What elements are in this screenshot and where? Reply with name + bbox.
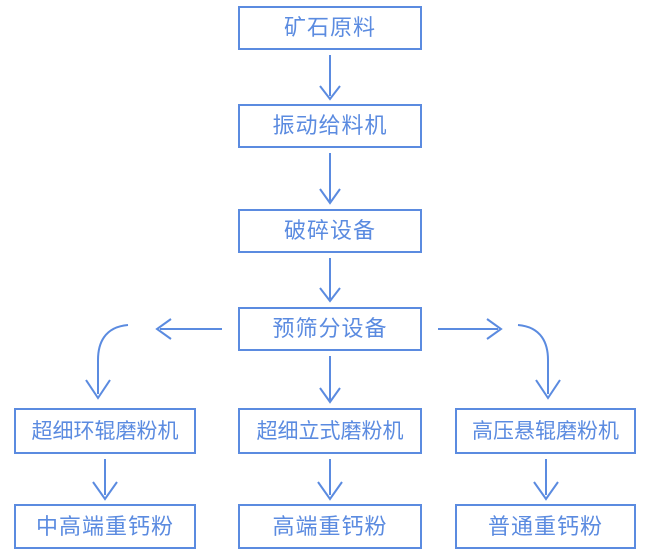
- connector-left-branch-curve: [85, 324, 129, 400]
- node-label: 矿石原料: [283, 15, 376, 40]
- node-label: 超细立式磨粉机: [256, 419, 404, 443]
- connector-mill-right-to-product: [533, 459, 559, 501]
- node-vibrating-feeder[interactable]: 振动给料机: [238, 104, 422, 148]
- connector-ore-to-feeder: [319, 55, 341, 101]
- connector-screen-to-mill-center: [319, 356, 341, 404]
- connector-crusher-to-screen: [319, 258, 341, 303]
- node-label: 中高端重钙粉: [35, 513, 174, 539]
- connector-screen-to-left-branch: [155, 318, 222, 340]
- node-label: 高压悬辊磨粉机: [472, 419, 619, 443]
- node-label: 预筛分设备: [272, 316, 388, 341]
- node-label: 高端重钙粉: [272, 513, 388, 539]
- connector-screen-to-right-branch: [438, 318, 503, 340]
- node-mid-high-grade-heavy-calcium-powder[interactable]: 中高端重钙粉: [14, 504, 196, 549]
- node-ore-material[interactable]: 矿石原料: [238, 6, 422, 50]
- node-crushing-equipment[interactable]: 破碎设备: [238, 209, 422, 253]
- node-high-pressure-suspension-roller-mill[interactable]: 高压悬辊磨粉机: [455, 408, 636, 454]
- node-ultrafine-ring-roller-mill[interactable]: 超细环辊磨粉机: [14, 408, 196, 454]
- node-ordinary-heavy-calcium-powder[interactable]: 普通重钙粉: [455, 504, 636, 549]
- node-ultrafine-vertical-mill[interactable]: 超细立式磨粉机: [238, 408, 422, 454]
- node-label: 破碎设备: [283, 218, 376, 243]
- connector-right-branch-curve: [517, 324, 561, 400]
- node-pre-screening-equipment[interactable]: 预筛分设备: [238, 307, 422, 351]
- node-label: 超细环辊磨粉机: [31, 419, 179, 443]
- node-label: 普通重钙粉: [487, 513, 603, 539]
- connector-mill-left-to-product: [92, 459, 118, 501]
- node-high-grade-heavy-calcium-powder[interactable]: 高端重钙粉: [238, 504, 422, 549]
- connector-mill-center-to-product: [317, 459, 343, 501]
- node-label: 振动给料机: [272, 113, 388, 138]
- connector-feeder-to-crusher: [319, 153, 341, 205]
